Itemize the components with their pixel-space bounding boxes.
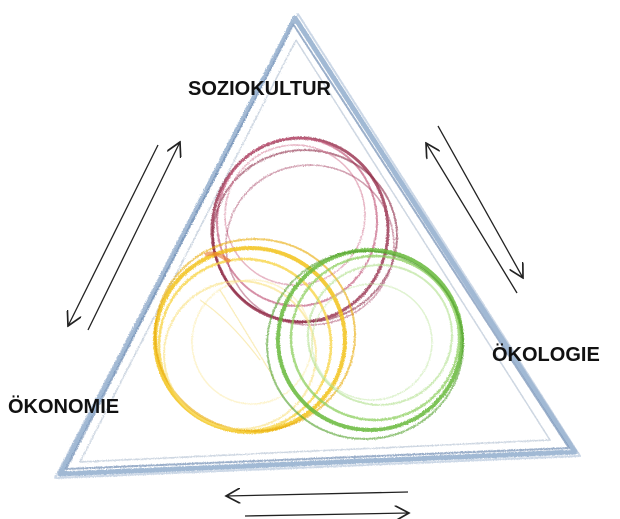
- label-oekologie: ÖKOLOGIE: [492, 344, 600, 367]
- circle-soziokultur: [212, 138, 397, 325]
- label-oekonomie: ÖKONOMIE: [8, 396, 119, 419]
- label-soziokultur: SOZIOKULTUR: [188, 78, 331, 101]
- double-arrow-icon: [226, 492, 409, 516]
- circle-oekologie: [267, 250, 463, 439]
